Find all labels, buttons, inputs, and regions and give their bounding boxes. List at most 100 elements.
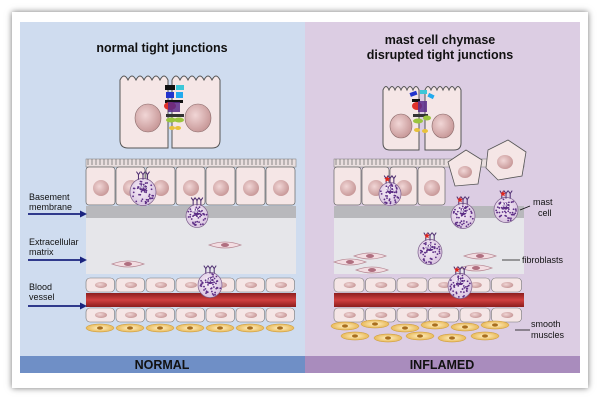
inflamed-panel-title-line1: mast cell chymase [385, 33, 496, 47]
smooth-muscle-row [330, 319, 510, 343]
granule [395, 187, 398, 190]
granule [138, 193, 140, 196]
mast-cell-body [493, 197, 519, 223]
granule [466, 285, 469, 288]
arrowhead-icon [80, 210, 87, 218]
granule [395, 190, 398, 193]
granule [428, 260, 430, 263]
nucleus [368, 268, 376, 272]
granule [512, 200, 514, 203]
nucleus [155, 312, 167, 318]
granule [141, 198, 144, 201]
granule [219, 287, 222, 290]
granule [457, 275, 460, 278]
granule [511, 211, 514, 214]
granule [200, 279, 202, 282]
granule [424, 243, 427, 246]
granule [389, 202, 392, 205]
granule [504, 214, 507, 217]
granule [193, 214, 196, 217]
granule [419, 251, 422, 254]
granule [390, 184, 393, 187]
nucleus [492, 323, 498, 327]
granule [452, 290, 455, 293]
granule [456, 221, 459, 224]
granule [498, 207, 501, 209]
mast-cell-nucleus [426, 244, 434, 252]
granule [461, 277, 464, 279]
granule [210, 290, 213, 293]
granule [216, 280, 219, 282]
fibroblast-group [111, 241, 242, 268]
granule [150, 184, 153, 187]
granule [421, 250, 423, 253]
endothelium-row [85, 277, 295, 293]
granule [394, 185, 397, 187]
granule [507, 217, 509, 219]
nucleus [469, 312, 482, 318]
granule [145, 198, 148, 201]
blood-vessel-lumen [86, 293, 296, 307]
left-annotations: Basement membrane Extracellular matrix B… [28, 192, 87, 310]
granule [206, 291, 208, 294]
nucleus [153, 180, 169, 196]
nucleus [424, 180, 440, 196]
granule [498, 211, 501, 214]
granule [424, 255, 426, 258]
nucleus [389, 113, 413, 139]
epithelial-cell-row [85, 166, 296, 206]
nucleus [343, 312, 356, 318]
granule [469, 222, 472, 225]
nucleus [215, 312, 227, 318]
granule [502, 198, 505, 201]
normal-footer-bar [20, 356, 305, 373]
mast-cell: MC [129, 171, 157, 207]
granule [396, 196, 399, 198]
ecm-label-line2: matrix [29, 247, 54, 257]
granule [137, 186, 140, 188]
granule [145, 201, 148, 204]
granule [215, 282, 217, 285]
nucleus [187, 326, 193, 330]
granule [458, 207, 461, 209]
receptor-icon [136, 171, 141, 180]
granule [139, 183, 141, 185]
nucleus [472, 266, 480, 270]
endothelium-row [333, 307, 522, 323]
granule [190, 210, 192, 213]
granule [515, 210, 517, 212]
inflamed-footer-label: INFLAMED [410, 358, 475, 372]
granule [132, 191, 135, 194]
nucleus [277, 326, 283, 330]
receptor-icon [140, 171, 146, 180]
granule [456, 216, 458, 219]
granule [509, 211, 511, 214]
granule [148, 195, 150, 198]
granule [379, 190, 382, 193]
granule [215, 275, 218, 278]
nucleus [385, 336, 391, 340]
basement-membrane-label-line2: membrane [29, 202, 72, 212]
blood-vessel-label-line1: Blood [29, 282, 52, 292]
blood-vessel-lumen [334, 293, 524, 307]
chymase-star-icon [457, 196, 463, 203]
fibroblast-group [333, 252, 497, 274]
granule [199, 284, 202, 287]
mast-cell: MC [197, 265, 223, 298]
granule [194, 223, 197, 226]
nucleus [476, 254, 484, 258]
granule [467, 223, 470, 226]
granule [424, 242, 427, 244]
nucleus [449, 336, 455, 340]
granule [466, 205, 469, 208]
nucleus [243, 180, 259, 196]
granule [150, 197, 153, 200]
nucleus [432, 323, 438, 327]
microvilli [87, 159, 293, 165]
nucleus [340, 180, 356, 196]
granule [397, 197, 400, 199]
nucleus [213, 180, 229, 196]
granule [500, 214, 503, 217]
mast-cell-tag: MC [139, 184, 147, 190]
normal-panel-title: normal tight junctions [96, 41, 227, 55]
